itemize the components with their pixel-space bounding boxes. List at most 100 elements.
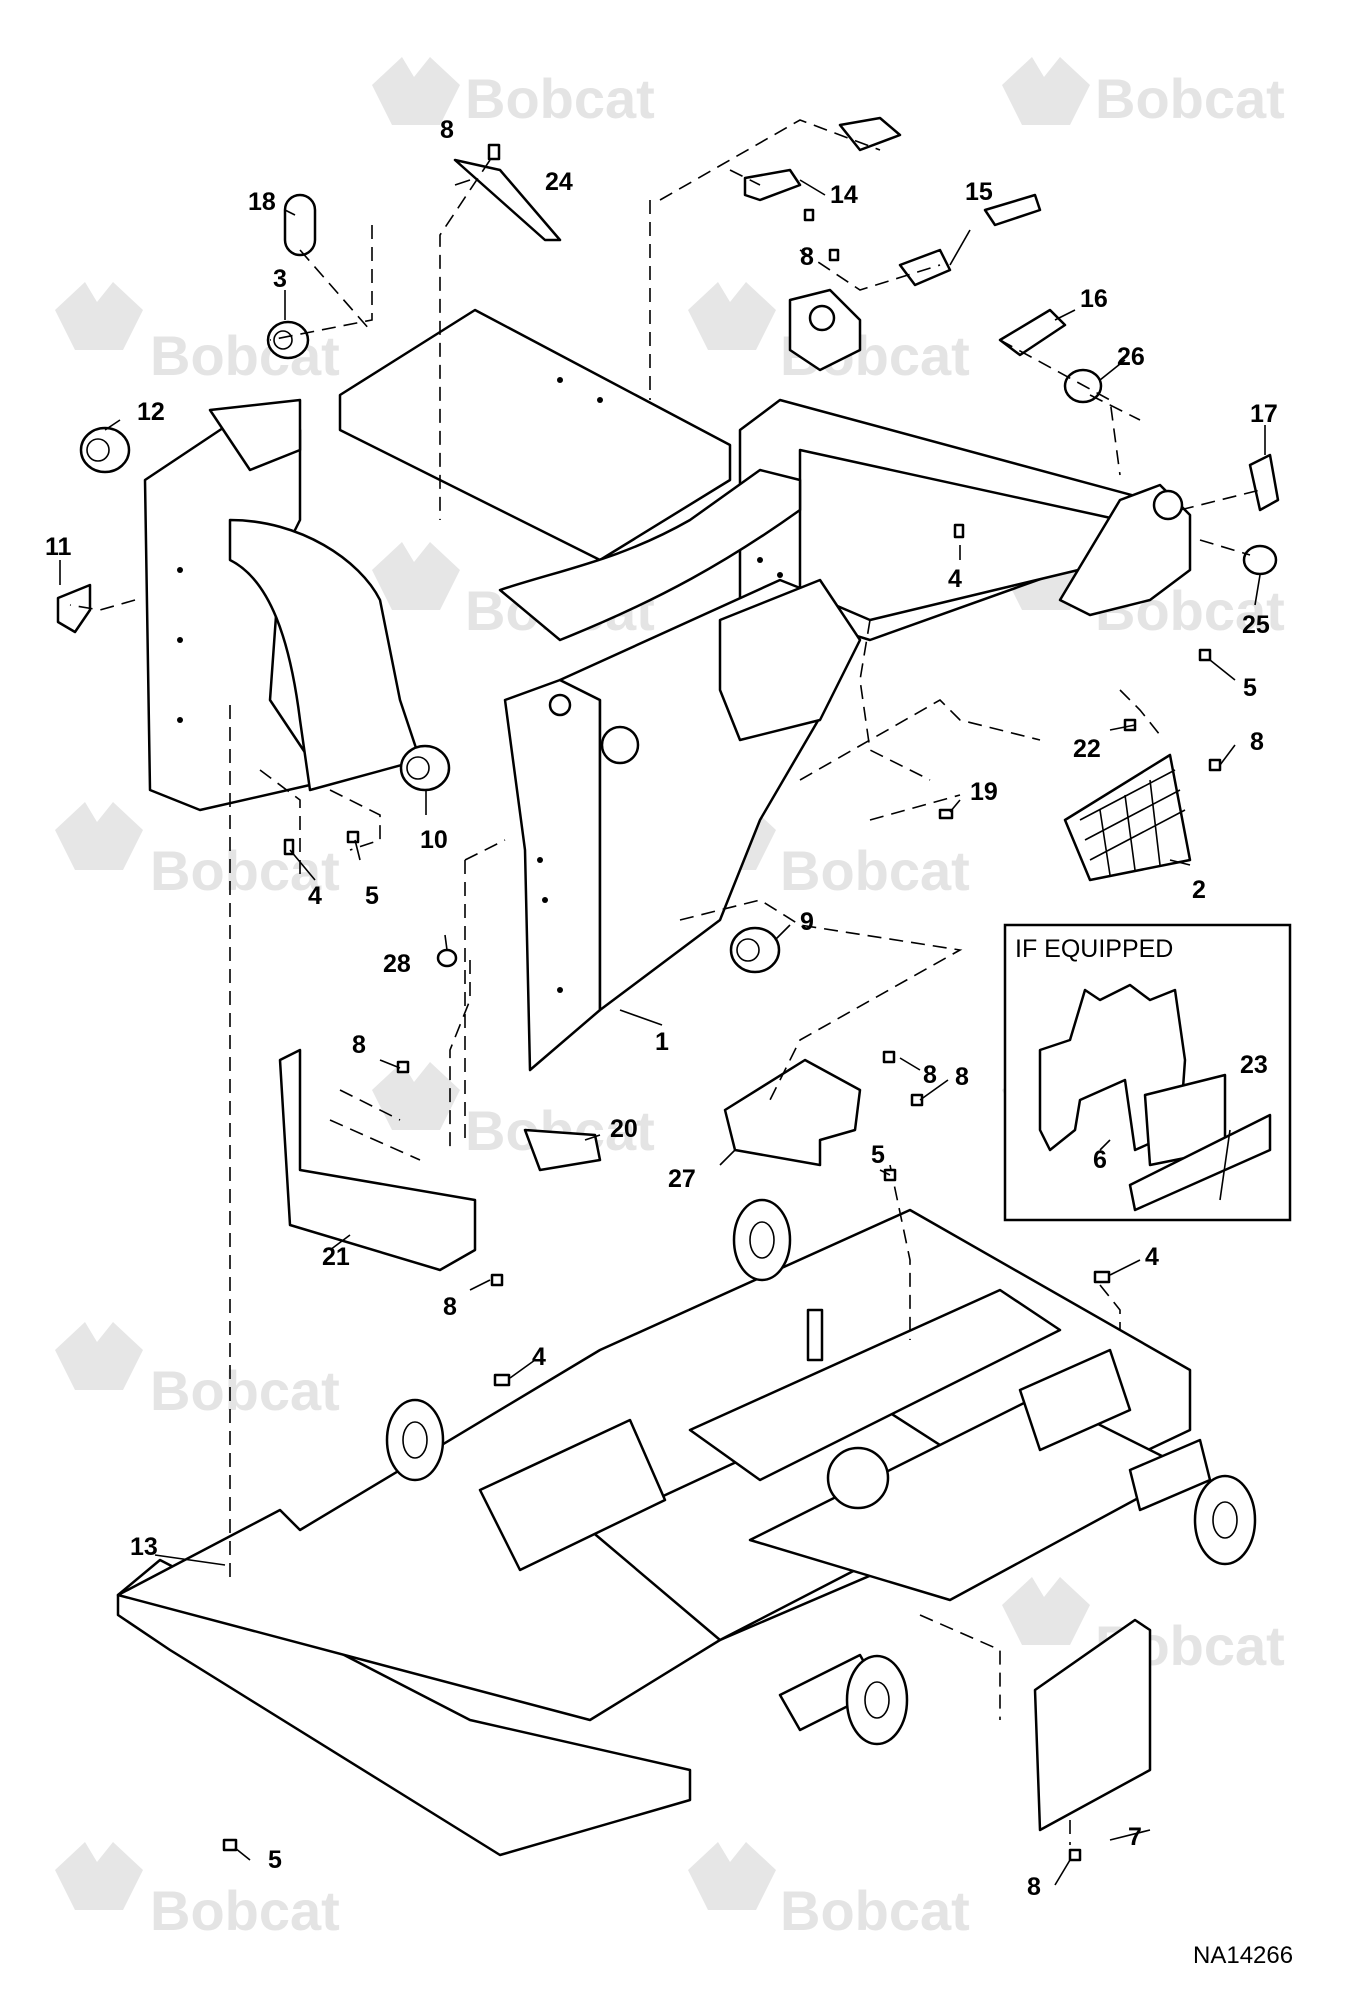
callout-27: 27	[668, 1165, 696, 1193]
bushing-part-3	[266, 320, 310, 360]
bolt-icon	[910, 1093, 924, 1107]
leader-line	[1219, 1129, 1231, 1201]
bobcat-logo-icon	[55, 802, 143, 870]
bushing-part-12	[79, 426, 131, 474]
bobcat-logo-icon	[688, 1842, 776, 1910]
dash-line	[1119, 689, 1161, 736]
dash-line	[449, 839, 506, 1150]
leader-line	[619, 1009, 663, 1026]
upper-arm	[498, 468, 802, 642]
bracket-part-16	[998, 308, 1067, 357]
grille-mesh	[1079, 769, 1186, 876]
leader-line	[774, 924, 791, 941]
hub	[1193, 1474, 1257, 1566]
center-tower-left	[503, 678, 602, 1072]
grommet-part-28	[436, 948, 458, 968]
callout-24: 24	[545, 168, 573, 196]
axle-rear-left	[732, 1198, 792, 1282]
watermark-text: Bobcat	[150, 1359, 340, 1422]
watermark-text: Bobcat	[150, 324, 340, 387]
watermark-row-2: Bobcat Bobcat	[55, 282, 970, 387]
callout-8: 8	[800, 243, 814, 271]
leader-line	[469, 1279, 491, 1291]
hub-center	[864, 1681, 890, 1719]
callout-2: 2	[1192, 876, 1206, 904]
dash-line	[329, 1089, 421, 1161]
callout-4: 4	[308, 882, 322, 910]
bolt-icon	[493, 1373, 511, 1387]
leader-line	[1099, 1139, 1111, 1151]
leader-line	[949, 799, 961, 813]
bracket-part-15b	[983, 193, 1042, 227]
nut-icon	[222, 1838, 238, 1852]
watermark-text: Bobcat	[780, 839, 970, 902]
callout-10: 10	[420, 826, 448, 854]
axle-front-right	[778, 1653, 909, 1746]
bushing-part-25	[1242, 544, 1278, 576]
leader-lines	[59, 179, 1266, 1886]
rear-pivot-hole	[808, 304, 836, 332]
plate-part-27	[723, 1058, 862, 1167]
frame-hole	[537, 857, 543, 863]
left-upright-cap	[208, 398, 302, 472]
bolt-icon	[490, 1273, 504, 1287]
axle-tube	[1128, 1438, 1212, 1512]
axle-tube-right	[1018, 1348, 1132, 1452]
frame-hole	[557, 377, 563, 383]
rear-crossmember	[338, 308, 732, 562]
drawing-number: NA14266	[1193, 1942, 1293, 1969]
frame-hole	[177, 637, 183, 643]
main-frame	[143, 288, 1192, 1072]
callout-5: 5	[268, 1846, 282, 1874]
bolt-icon	[803, 208, 815, 222]
dash-line	[439, 159, 491, 520]
callout-7: 7	[1128, 1823, 1142, 1851]
watermark-row-8: Bobcat Bobcat	[55, 1842, 970, 1942]
leader-line	[329, 1234, 351, 1251]
callout-20: 20	[610, 1115, 638, 1143]
leader-line	[584, 1134, 601, 1141]
bolt-icon	[1093, 1270, 1111, 1284]
inset-title: IF EQUIPPED	[1015, 935, 1173, 963]
watermark-text: Bobcat	[465, 67, 655, 130]
tower-boss	[600, 725, 640, 765]
leader-line	[899, 1057, 921, 1071]
bracket-part-17	[1248, 453, 1280, 512]
axle-front-left	[385, 1398, 445, 1482]
dash-line	[69, 599, 136, 611]
dash-line	[729, 169, 941, 291]
bracket-part-21	[278, 1048, 477, 1272]
dash-line	[859, 619, 931, 781]
callout-8: 8	[955, 1063, 969, 1091]
callout-19: 19	[970, 778, 998, 806]
callout-8: 8	[1027, 1873, 1041, 1901]
leader-line	[379, 1059, 401, 1069]
leader-line	[949, 229, 971, 266]
callout-5: 5	[1243, 674, 1257, 702]
bolt-icon	[487, 143, 501, 161]
watermark-text: Bobcat	[150, 1879, 340, 1942]
sensor-part	[806, 1308, 824, 1362]
bracket-part-15	[898, 248, 952, 287]
dash-line	[999, 339, 1141, 476]
dash-line	[889, 1164, 1121, 1340]
callout-14: 14	[830, 181, 858, 209]
dash-line	[919, 1614, 1071, 1845]
left-side-plate	[228, 518, 422, 792]
callout-6: 6	[1093, 1146, 1107, 1174]
leader-line	[1209, 659, 1236, 681]
bolt-icon	[938, 808, 954, 820]
bobcat-logo-icon	[1002, 57, 1090, 125]
axle-tube-left	[478, 1418, 667, 1572]
bolt-icon	[1068, 1848, 1082, 1862]
callout-23: 23	[1240, 1051, 1268, 1079]
frame-hole	[757, 557, 763, 563]
bobcat-logo-icon	[55, 282, 143, 350]
leader-line	[509, 1359, 536, 1379]
hub	[385, 1398, 445, 1482]
bushing-part-9	[729, 926, 781, 974]
leader-line	[1054, 309, 1076, 321]
leader-line	[454, 179, 471, 186]
inset-strip-part-23	[1128, 1113, 1272, 1212]
frame-hole	[597, 397, 603, 403]
